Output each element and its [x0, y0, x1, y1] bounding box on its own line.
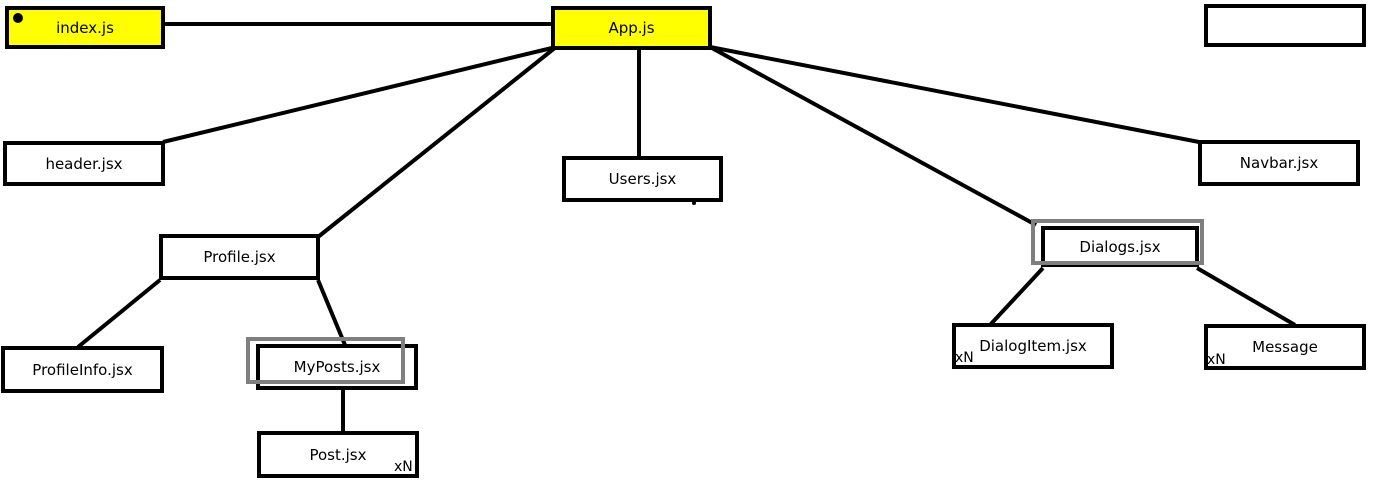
app-js-node: App.js: [551, 6, 712, 50]
message-node: Message: [1204, 324, 1366, 370]
navbar-jsx-label: Navbar.jsx: [1239, 154, 1319, 172]
app-js-label: App.js: [608, 19, 655, 37]
message-multiplicity: xN: [1207, 352, 1226, 368]
small-dot: [692, 201, 696, 205]
edge-app-profile: [316, 45, 558, 239]
edge-app-header: [162, 45, 557, 144]
message-label: Message: [1252, 338, 1318, 356]
profile-jsx-label: Profile.jsx: [203, 248, 276, 266]
dialogs-jsx-label: Dialogs.jsx: [1079, 237, 1161, 256]
profileinfo-jsx-node: ProfileInfo.jsx: [1, 346, 164, 393]
empty-node: [1204, 4, 1366, 47]
header-jsx-node: header.jsx: [3, 141, 165, 186]
dialogs-jsx-node: Dialogs.jsx: [1041, 226, 1199, 267]
edge-app-dialogs: [709, 45, 1037, 227]
edge-app-navbar: [709, 45, 1200, 144]
edge-dialogs-message: [1195, 266, 1297, 327]
header-jsx-label: header.jsx: [45, 154, 123, 173]
index-js-label: index.js: [56, 18, 114, 37]
myposts-jsx-label: MyPosts.jsx: [293, 358, 381, 376]
post-jsx-node: Post.jsx: [257, 431, 419, 478]
post-jsx-label: Post.jsx: [309, 445, 367, 464]
myposts-highlight-frame: [246, 337, 405, 384]
dialogitem-jsx-label: DialogItem.jsx: [979, 337, 1087, 355]
index-js-node: index.js: [5, 6, 165, 49]
users-jsx-node: Users.jsx: [562, 156, 723, 202]
edge-profile-myposts: [316, 279, 347, 346]
edge-dialogs-dialogitem: [988, 266, 1045, 327]
bullet-dot: [13, 13, 23, 23]
dialogs-highlight-frame: [1031, 219, 1204, 265]
navbar-jsx-node: Navbar.jsx: [1198, 140, 1360, 186]
dialogitem-jsx-node: DialogItem.jsx: [952, 323, 1114, 369]
dialogitem-multiplicity: xN: [955, 350, 974, 366]
profile-jsx-node: Profile.jsx: [159, 234, 320, 280]
users-jsx-label: Users.jsx: [608, 170, 677, 188]
profileinfo-jsx-label: ProfileInfo.jsx: [32, 360, 133, 379]
edge-profile-profileinfo: [76, 278, 162, 349]
post-multiplicity: xN: [394, 459, 413, 475]
